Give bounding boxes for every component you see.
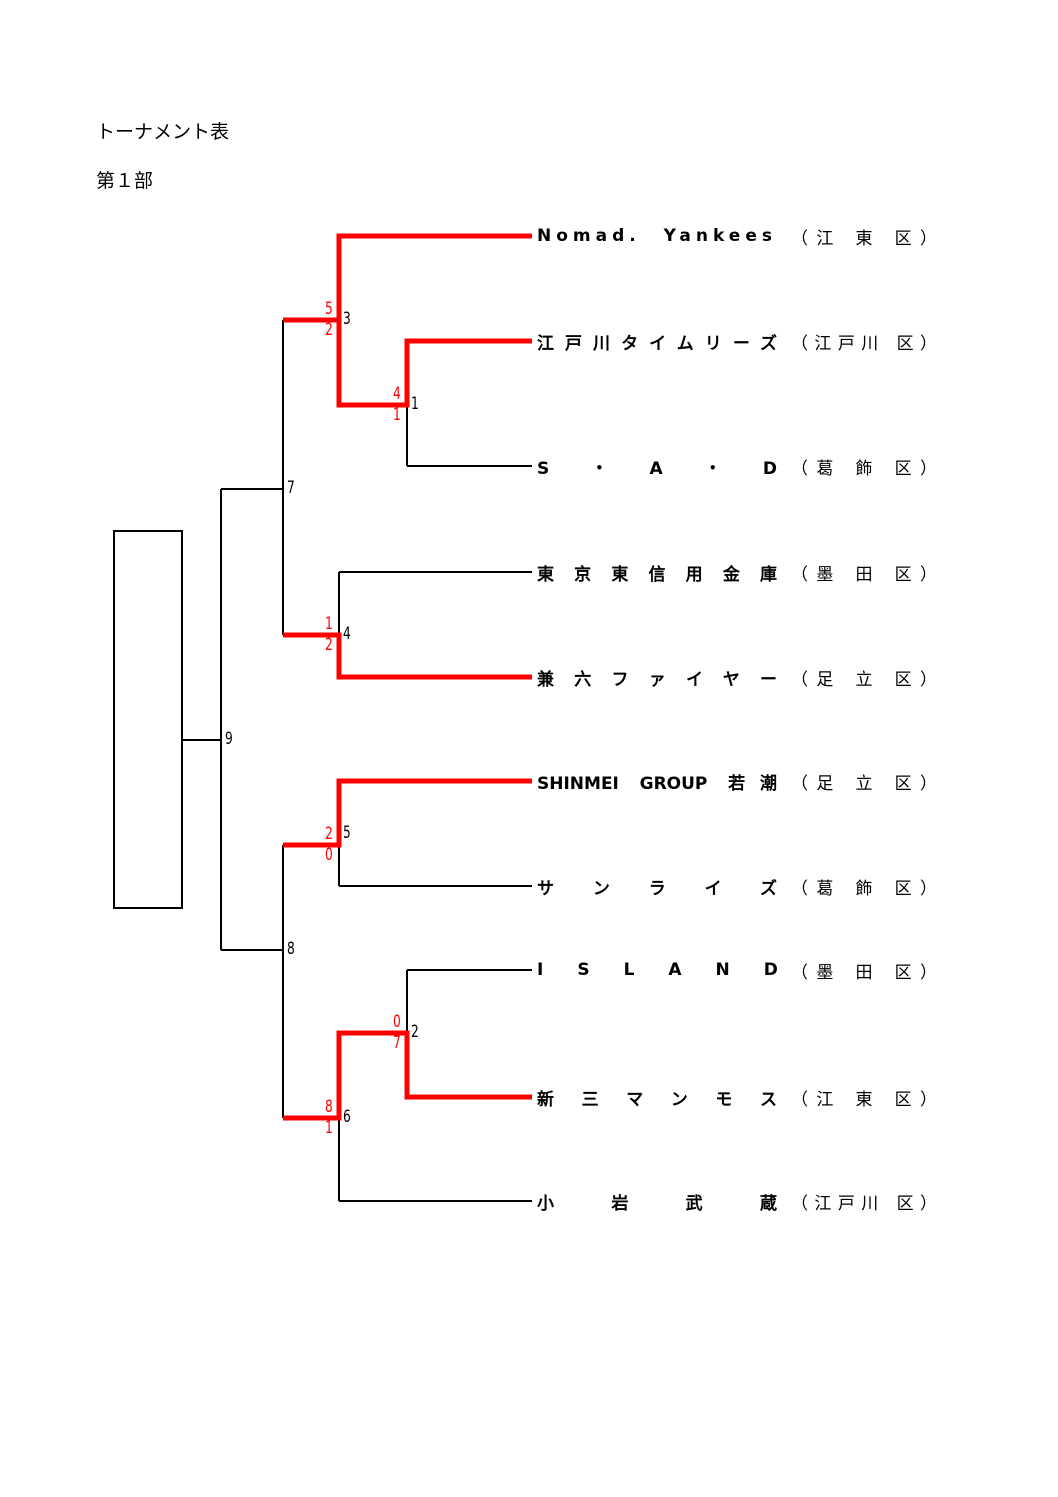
- winner-path-kenroku: [283, 632, 532, 680]
- winner-path-shinsan: [283, 1030, 532, 1121]
- team-row: 兼六ファイヤー （足 立 区）: [537, 666, 937, 690]
- team-name: 江戸川タイムリーズ: [537, 333, 777, 354]
- team-district: （江 東 区）: [791, 228, 937, 249]
- team-row: Nomad. Yankees （江 東 区）: [537, 225, 937, 249]
- score-top: 0: [393, 1012, 401, 1032]
- score-bottom: 1: [393, 405, 401, 425]
- team-district: （葛 飾 区）: [791, 458, 937, 479]
- winner-path-edogawa: [336, 320, 532, 408]
- team-row: S・A・D （葛 飾 区）: [537, 455, 937, 479]
- page-title: トーナメント表: [96, 121, 230, 143]
- score-bottom: 2: [325, 635, 333, 655]
- match-number: 4: [343, 624, 351, 644]
- team-name: Nomad. Yankees: [537, 226, 777, 246]
- team-name: 新三マンモス: [537, 1089, 777, 1110]
- team-row: 東京東信用金庫 （墨 田 区）: [537, 561, 937, 585]
- team-row: SHINMEI GROUP 若潮 （足 立 区）: [537, 770, 937, 794]
- team-name: 東京東信用金庫: [537, 564, 777, 585]
- score-top: 4: [393, 384, 401, 404]
- team-name: 小岩武蔵: [537, 1193, 777, 1214]
- score-bottom: 7: [393, 1033, 401, 1053]
- team-name: S・A・D: [537, 458, 777, 479]
- champion-box: [113, 530, 183, 909]
- match-number: 8: [287, 939, 295, 959]
- team-row: サンライズ （葛 飾 区）: [537, 875, 937, 899]
- team-district: （江戸川 区）: [791, 1193, 937, 1214]
- match-number: 3: [343, 309, 351, 329]
- score-top: 8: [325, 1097, 333, 1117]
- team-district: （江 東 区）: [791, 1089, 937, 1110]
- team-district: （江戸川 区）: [791, 333, 937, 354]
- match-number: 1: [411, 394, 419, 414]
- team-district: （葛 飾 区）: [791, 878, 937, 899]
- division-label: 第１部: [96, 170, 154, 192]
- match-number: 9: [225, 729, 233, 749]
- match-number: 2: [411, 1022, 419, 1042]
- team-name: ISLAND: [537, 960, 812, 980]
- team-row: 江戸川タイムリーズ （江戸川 区）: [537, 330, 937, 354]
- team-row: 新三マンモス （江 東 区）: [537, 1086, 937, 1110]
- match-number: 5: [343, 823, 351, 843]
- team-row: 小岩武蔵 （江戸川 区）: [537, 1190, 937, 1214]
- team-name: SHINMEI GROUP 若潮: [537, 773, 777, 794]
- match-number: 7: [287, 478, 295, 498]
- team-district: （足 立 区）: [791, 773, 937, 794]
- team-name: 兼六ファイヤー: [537, 669, 777, 690]
- team-district: （足 立 区）: [791, 669, 937, 690]
- winner-path-nomad: [283, 233, 532, 323]
- team-name: サンライズ: [537, 878, 777, 899]
- score-top: 1: [325, 614, 333, 634]
- team-district: （墨 田 区）: [791, 564, 937, 585]
- winner-path-shinmei: [283, 778, 532, 848]
- score-top: 2: [325, 824, 333, 844]
- score-bottom: 0: [325, 845, 333, 865]
- score-top: 5: [325, 299, 333, 319]
- score-bottom: 1: [325, 1118, 333, 1138]
- match-number: 6: [343, 1107, 351, 1127]
- score-bottom: 2: [325, 320, 333, 340]
- team-row: ISLAND（墨 田 区）: [537, 959, 937, 983]
- team-district: （墨 田 区）: [791, 962, 937, 983]
